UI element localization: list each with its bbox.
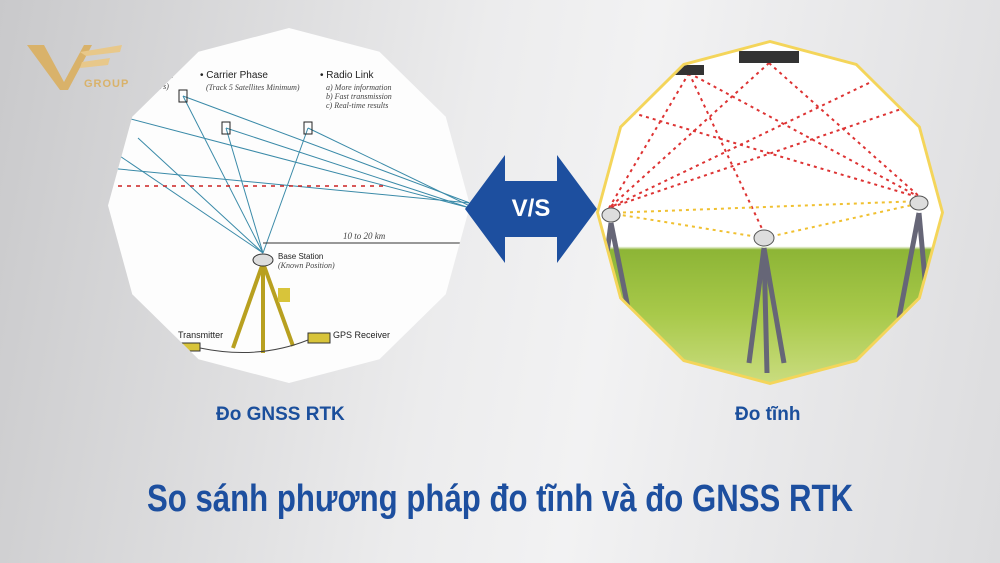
- rtk-caption: Đo GNSS RTK: [216, 404, 345, 425]
- rtk-illustration: [108, 89, 470, 353]
- transmitter-label: Transmitter: [178, 330, 224, 340]
- carrier-phase-label: • Carrier Phase: [200, 70, 268, 81]
- radio-link-label: • Radio Link: [320, 70, 374, 81]
- truncated-heading: on: [162, 70, 174, 81]
- truncated-note: rs): [160, 82, 169, 91]
- carrier-phase-note: (Track 5 Satellites Minimum): [206, 83, 300, 92]
- page-title: So sánh phương pháp đo tĩnh và đo GNSS R…: [147, 478, 853, 520]
- static-survey-diagram: [599, 43, 941, 382]
- vf-group-logo: GROUP: [22, 40, 130, 95]
- radio-item: c) Real-time results: [326, 101, 389, 110]
- base-station-label: Base Station: [278, 252, 324, 261]
- distance-label: 10 to 20 km: [343, 231, 386, 241]
- logo-subtext: GROUP: [84, 78, 130, 90]
- radio-item: a) More information: [326, 83, 392, 92]
- vs-text: V/S: [511, 195, 551, 222]
- rtk-diagram: on rs) • Carrier Phase (Track 5 Satellit…: [108, 28, 470, 383]
- logo-mark-icon: [27, 45, 122, 90]
- static-caption: Đo tĩnh: [735, 404, 801, 425]
- vs-badge: V/S: [465, 155, 597, 263]
- double-arrow-icon: [465, 155, 597, 263]
- base-station-note: (Known Position): [278, 261, 335, 270]
- radio-item: b) Fast transmission: [326, 92, 392, 101]
- static-illustration: [599, 51, 932, 374]
- gps-receiver-label: GPS Receiver: [333, 330, 391, 340]
